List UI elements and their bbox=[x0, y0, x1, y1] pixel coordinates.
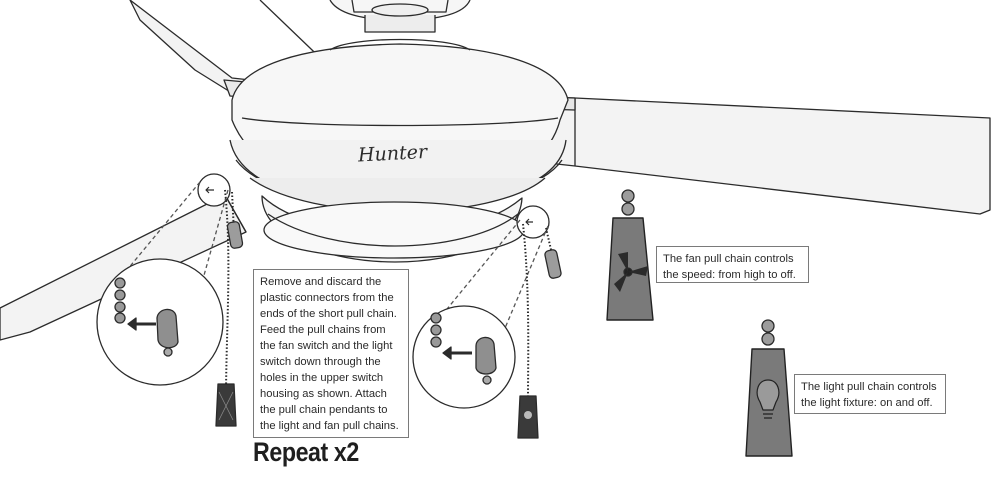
repeat-label: Repeat x2 bbox=[253, 437, 359, 467]
brand-logo: Hunter bbox=[356, 141, 429, 167]
light-chain-callout: The light pull chain controls the light … bbox=[794, 374, 946, 414]
fan-chain-callout: The fan pull chain controls the speed: f… bbox=[656, 246, 809, 283]
fan-blade-right bbox=[507, 95, 991, 215]
instruction-callout: Remove and discard the plastic connector… bbox=[253, 269, 409, 438]
detail-circle-right bbox=[412, 305, 516, 409]
